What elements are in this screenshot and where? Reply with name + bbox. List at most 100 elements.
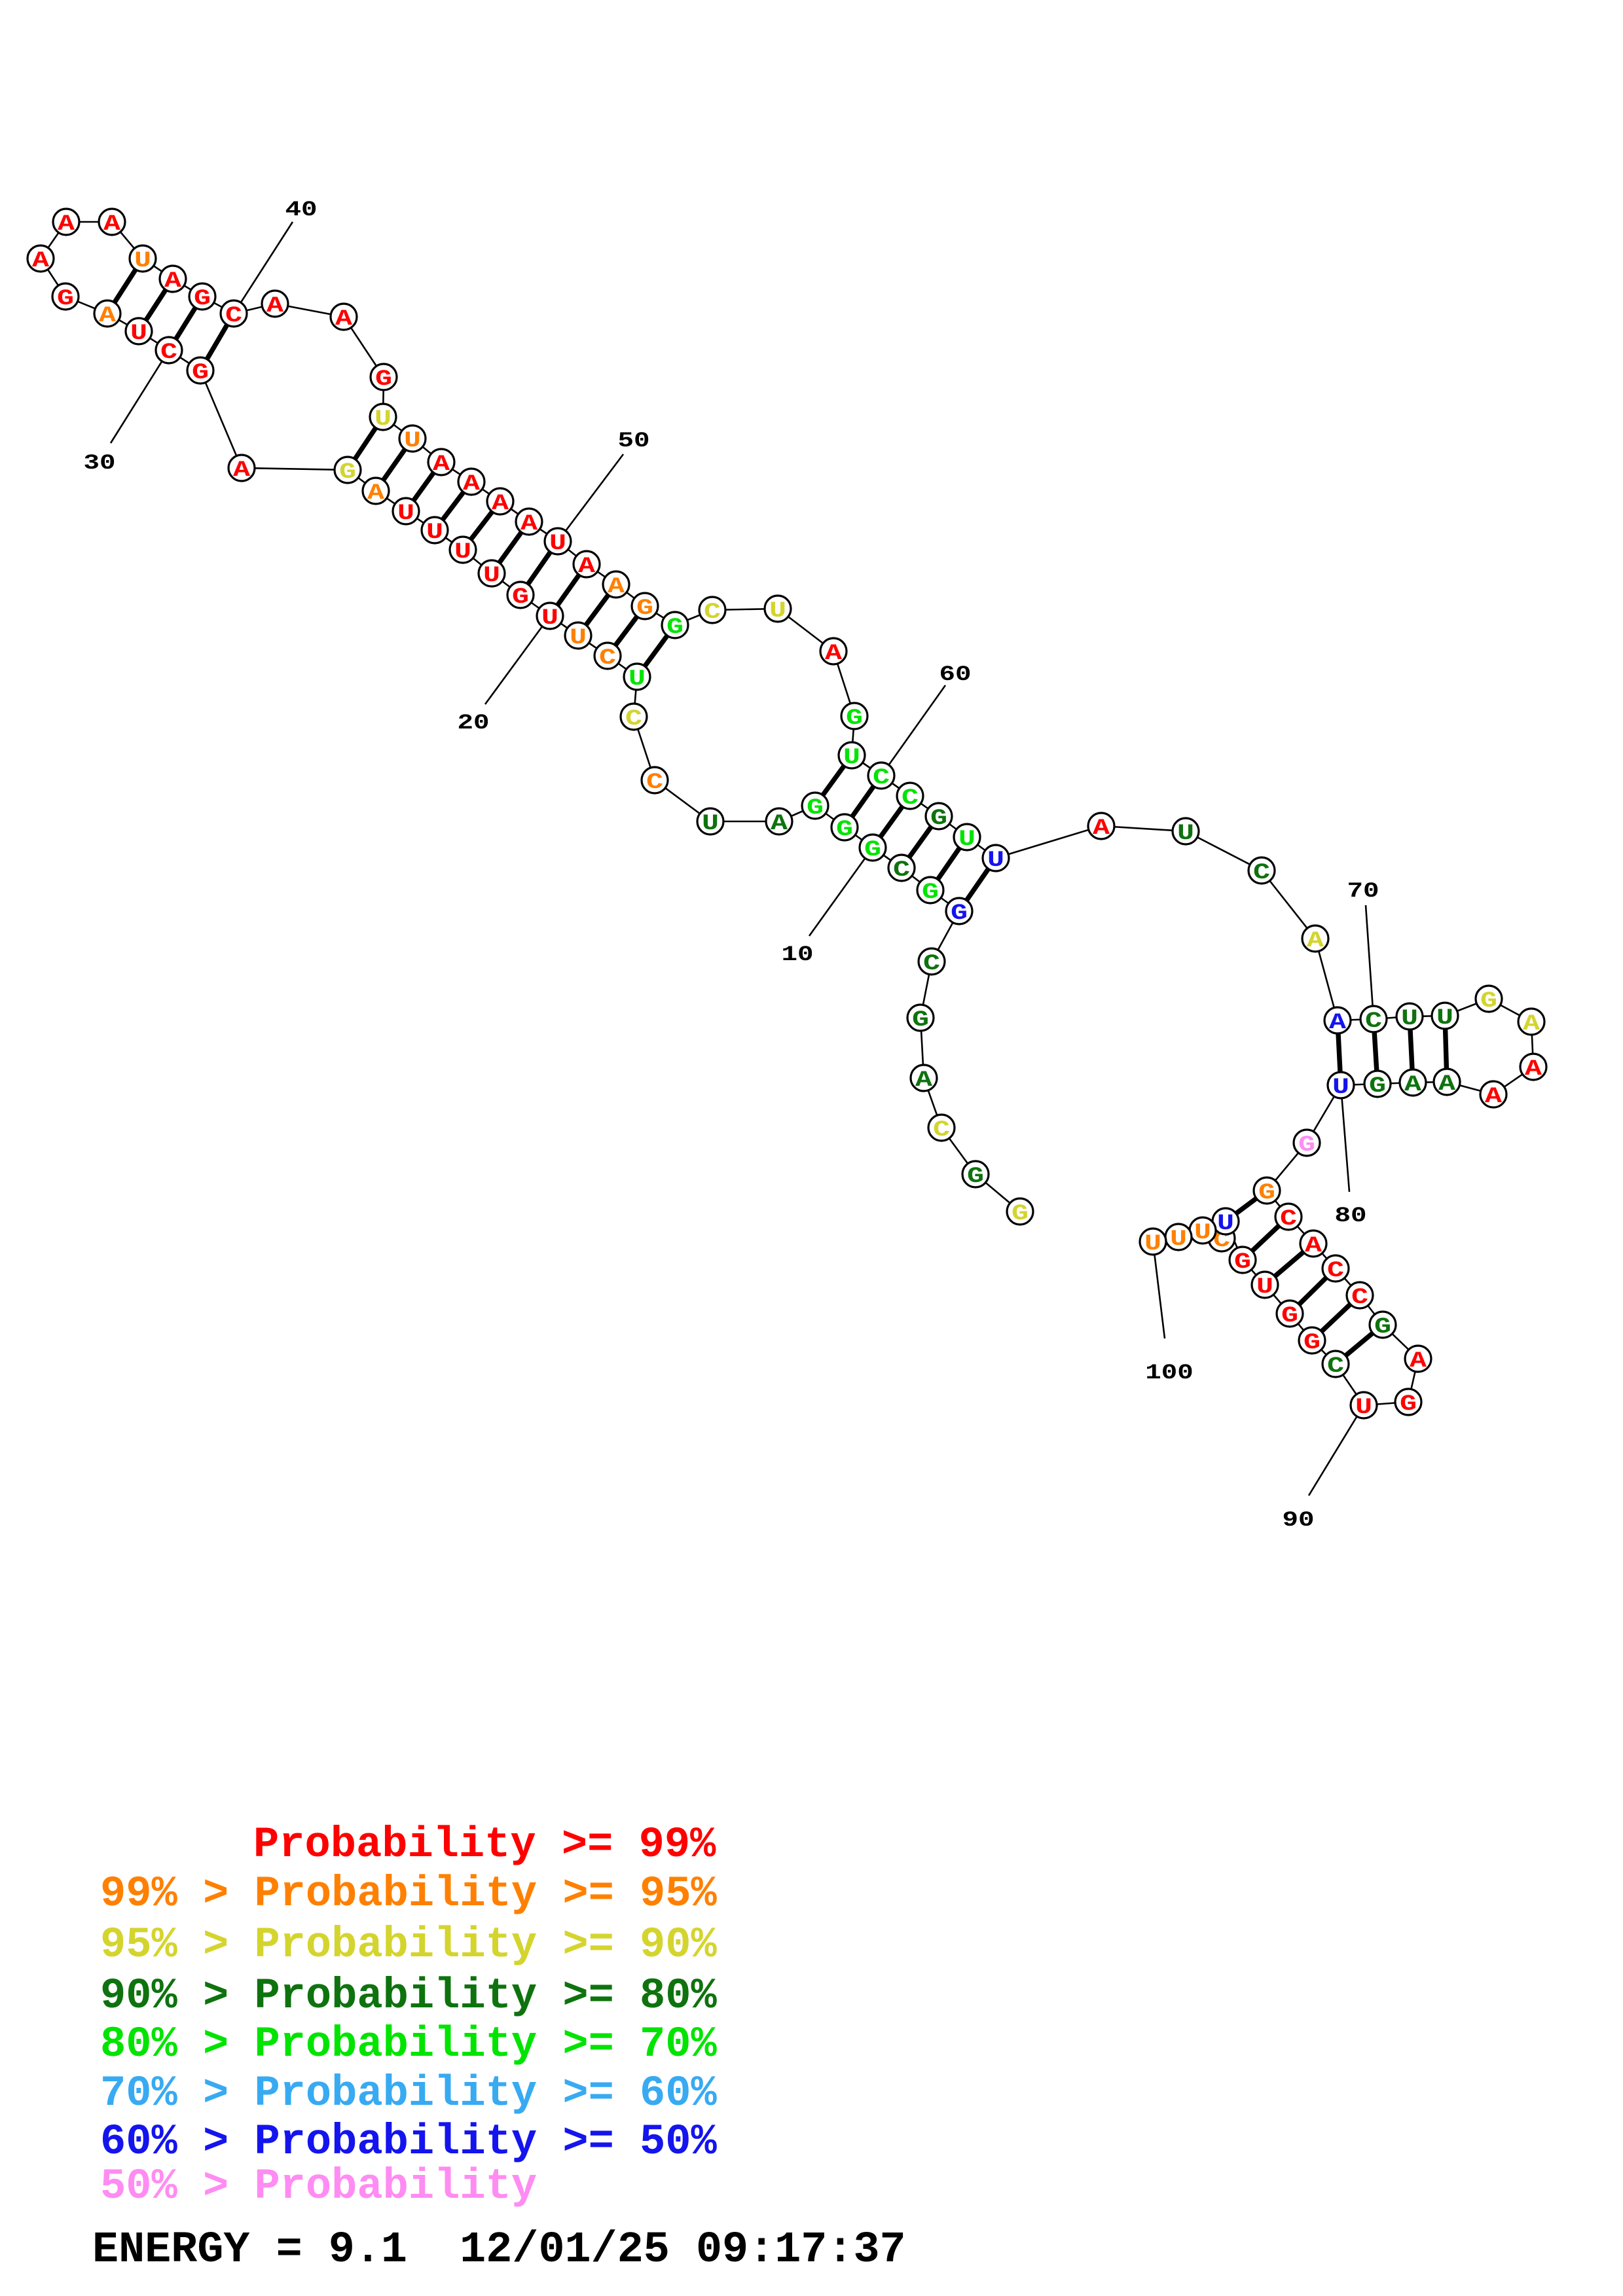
- svg-text:U: U: [1217, 1211, 1234, 1236]
- svg-text:C: C: [225, 304, 242, 329]
- svg-text:U: U: [570, 626, 587, 651]
- svg-text:G: G: [846, 706, 863, 731]
- svg-text:A: A: [58, 212, 75, 237]
- svg-text:G: G: [922, 880, 939, 905]
- svg-text:U: U: [134, 249, 151, 274]
- svg-text:A: A: [1093, 816, 1110, 841]
- svg-text:20: 20: [458, 711, 490, 735]
- svg-text:U: U: [1332, 1075, 1349, 1100]
- svg-text:G: G: [57, 287, 74, 312]
- svg-text:G: G: [1281, 1304, 1298, 1329]
- svg-text:U: U: [483, 564, 500, 588]
- svg-text:C: C: [625, 707, 642, 732]
- svg-text:C: C: [893, 858, 910, 883]
- svg-text:100: 100: [1145, 1361, 1194, 1385]
- svg-text:95% > Probability >= 90%: 95% > Probability >= 90%: [100, 1921, 718, 1969]
- svg-text:A: A: [520, 512, 538, 537]
- svg-text:A: A: [103, 212, 121, 237]
- svg-text:A: A: [825, 641, 843, 666]
- svg-text:U: U: [1170, 1227, 1187, 1252]
- svg-text:50% > Probability: 50% > Probability: [100, 2162, 537, 2211]
- svg-text:U: U: [629, 667, 646, 692]
- svg-text:G: G: [1480, 989, 1497, 1014]
- svg-text:U: U: [987, 848, 1004, 873]
- svg-text:U: U: [1177, 821, 1194, 846]
- svg-text:G: G: [1234, 1250, 1251, 1275]
- svg-text:U: U: [958, 827, 976, 852]
- svg-text:C: C: [599, 646, 616, 671]
- svg-text:A: A: [233, 458, 251, 483]
- svg-text:A: A: [1404, 1073, 1422, 1098]
- svg-text:90% > Probability >= 80%: 90% > Probability >= 80%: [100, 1972, 718, 2020]
- svg-text:U: U: [454, 540, 471, 565]
- svg-text:G: G: [951, 901, 968, 926]
- svg-text:G: G: [967, 1164, 984, 1189]
- svg-text:U: U: [1401, 1007, 1418, 1031]
- svg-text:10: 10: [782, 942, 814, 967]
- svg-text:A: A: [1438, 1072, 1456, 1097]
- svg-text:ENERGY = 9.1 12/01/25 09:17:3: ENERGY = 9.1 12/01/25 09:17:37: [92, 2225, 906, 2275]
- svg-text:G: G: [192, 361, 209, 386]
- svg-text:G: G: [636, 596, 653, 621]
- svg-text:G: G: [912, 1008, 929, 1033]
- svg-text:G: G: [864, 838, 881, 863]
- svg-text:A: A: [771, 812, 788, 836]
- svg-text:C: C: [704, 600, 721, 625]
- svg-text:A: A: [164, 269, 182, 294]
- svg-text:U: U: [1256, 1275, 1273, 1300]
- svg-text:C: C: [933, 1118, 950, 1143]
- svg-text:G: G: [1298, 1133, 1315, 1158]
- svg-text:G: G: [339, 460, 356, 485]
- svg-text:G: G: [666, 615, 684, 640]
- svg-text:G: G: [836, 817, 853, 842]
- svg-text:G: G: [930, 806, 947, 831]
- svg-text:A: A: [915, 1068, 933, 1093]
- svg-text:U: U: [1436, 1006, 1453, 1031]
- svg-text:60% > Probability >= 50%: 60% > Probability >= 50%: [100, 2118, 718, 2166]
- svg-text:C: C: [873, 766, 890, 791]
- svg-text:U: U: [1144, 1232, 1161, 1257]
- svg-text:A: A: [433, 452, 450, 477]
- svg-text:A: A: [367, 481, 385, 506]
- svg-text:G: G: [1374, 1315, 1391, 1340]
- svg-text:A: A: [1523, 1012, 1541, 1037]
- svg-text:C: C: [1327, 1259, 1344, 1283]
- svg-text:U: U: [769, 599, 786, 624]
- svg-text:G: G: [1258, 1181, 1275, 1206]
- svg-text:A: A: [608, 575, 625, 600]
- svg-text:G: G: [1400, 1392, 1417, 1417]
- svg-text:G: G: [512, 585, 529, 610]
- svg-text:80: 80: [1335, 1204, 1367, 1228]
- svg-text:90: 90: [1283, 1508, 1315, 1532]
- svg-text:U: U: [426, 520, 443, 545]
- svg-text:A: A: [463, 472, 481, 497]
- svg-text:U: U: [541, 606, 558, 631]
- svg-text:C: C: [1365, 1009, 1382, 1034]
- svg-text:30: 30: [84, 451, 116, 475]
- svg-text:C: C: [923, 952, 940, 977]
- svg-text:40: 40: [285, 198, 318, 222]
- svg-text:G: G: [807, 796, 824, 821]
- svg-text:G: G: [194, 287, 211, 312]
- svg-text:G: G: [375, 367, 392, 392]
- svg-text:A: A: [335, 307, 353, 332]
- svg-text:U: U: [1194, 1221, 1211, 1246]
- svg-text:C: C: [1327, 1354, 1344, 1379]
- svg-text:C: C: [1351, 1285, 1368, 1310]
- svg-text:U: U: [374, 407, 392, 432]
- svg-text:U: U: [397, 501, 414, 526]
- svg-text:80% > Probability >= 70%: 80% > Probability >= 70%: [100, 2020, 718, 2069]
- svg-text:U: U: [404, 429, 421, 454]
- svg-text:C: C: [160, 340, 177, 365]
- svg-text:G: G: [1304, 1331, 1321, 1355]
- svg-text:A: A: [266, 294, 284, 319]
- svg-text:A: A: [1305, 1234, 1322, 1259]
- svg-text:U: U: [843, 745, 860, 770]
- svg-text:60: 60: [939, 662, 972, 687]
- svg-text:U: U: [1355, 1395, 1372, 1420]
- svg-text:G: G: [1369, 1074, 1386, 1099]
- svg-text:A: A: [578, 554, 596, 579]
- svg-text:A: A: [1410, 1349, 1427, 1374]
- svg-text:A: A: [99, 304, 117, 329]
- svg-text:U: U: [549, 531, 566, 556]
